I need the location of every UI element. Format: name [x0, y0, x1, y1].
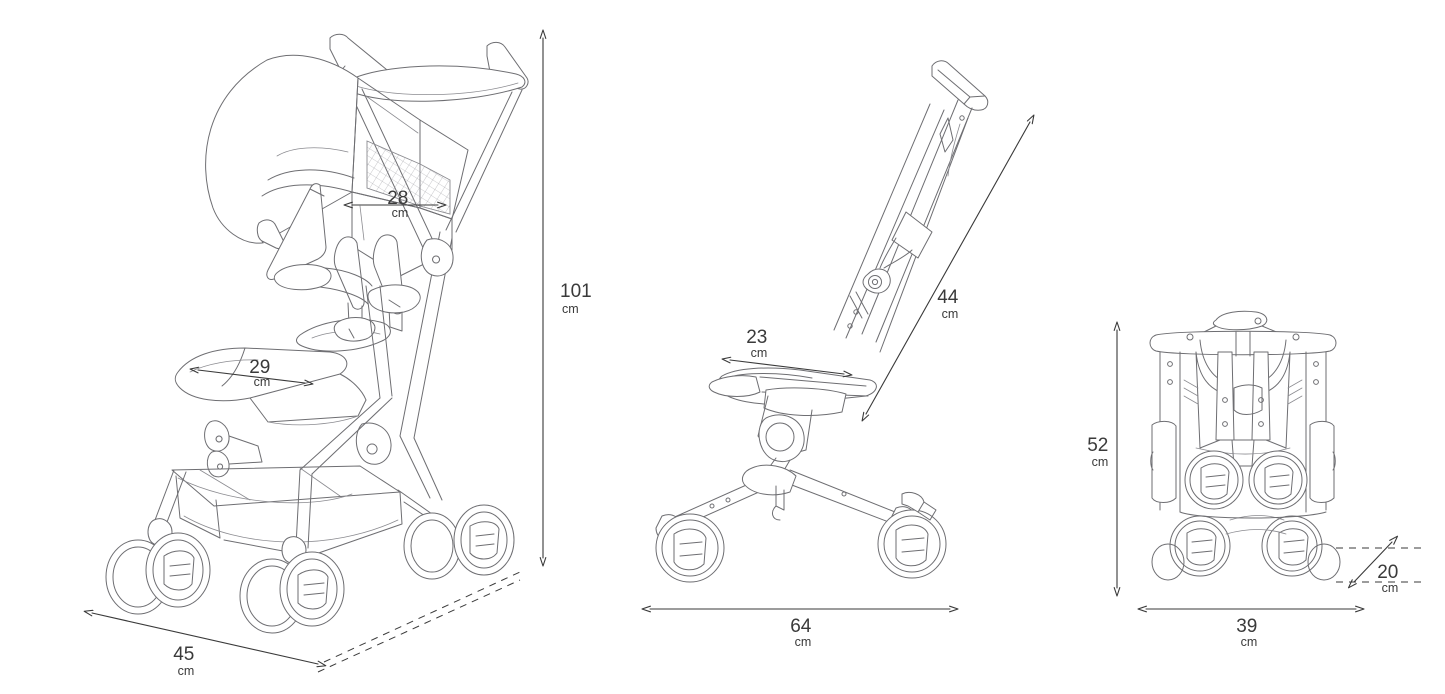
dimension-label-folded-frame-length: 44 cm	[937, 287, 963, 321]
dimension-label-overall-width: 45 cm	[173, 644, 199, 678]
wheel-upper-right	[1248, 450, 1308, 510]
dimension-label-folded-depth: 20 cm	[1377, 562, 1403, 595]
wheel-lower-right	[1261, 515, 1323, 577]
dimension-folded-depth	[1336, 535, 1422, 589]
folded-handle-grip	[931, 60, 989, 111]
folded-grip-pads	[1150, 420, 1336, 503]
dimension-label-canopy-width: 28 cm	[387, 188, 413, 220]
dimension-label-folded-seat-depth: 23 cm	[746, 327, 772, 360]
dimension-seat-width	[189, 366, 314, 387]
canopy-mesh-window	[366, 140, 451, 215]
view-folded-side	[641, 60, 1035, 613]
wheel-rear-side	[655, 513, 725, 583]
bumper-bar	[273, 264, 373, 305]
wheel-front-side	[877, 509, 947, 579]
side-frame	[204, 231, 454, 478]
wheel-front-left	[105, 532, 211, 615]
folding-hinge	[847, 211, 933, 329]
dimension-labels: 28 cm 101 cm 29 cm 45 cm 23 cm 44 cm	[173, 188, 1403, 678]
dimension-folded-seat-depth	[721, 356, 853, 378]
folded-seat-slab	[708, 367, 877, 416]
dimension-folded-frame-length	[861, 114, 1035, 422]
dimension-label-overall-height: 101 cm	[560, 281, 596, 316]
dimension-label-folded-width: 39 cm	[1236, 616, 1262, 649]
wheel-front-right	[239, 551, 345, 634]
handlebar-group	[329, 33, 529, 102]
folded-top-bar	[1149, 330, 1337, 357]
dimension-label-folded-height: 52 cm	[1087, 435, 1113, 469]
dimension-label-folded-length: 64 cm	[790, 616, 816, 649]
wheel-lower-left	[1169, 515, 1231, 577]
folded-front-wheels	[1151, 450, 1341, 581]
folded-side-wheels	[655, 491, 947, 583]
folded-seat-bundle	[1183, 339, 1303, 467]
view-open-three-quarter	[83, 29, 547, 673]
wheel-upper-left	[1184, 450, 1244, 510]
dimension-label-seat-width: 29 cm	[249, 357, 275, 389]
view-folded-front	[1113, 310, 1422, 613]
wheel-rear-left	[403, 504, 515, 580]
dimension-overall-width	[83, 571, 521, 673]
